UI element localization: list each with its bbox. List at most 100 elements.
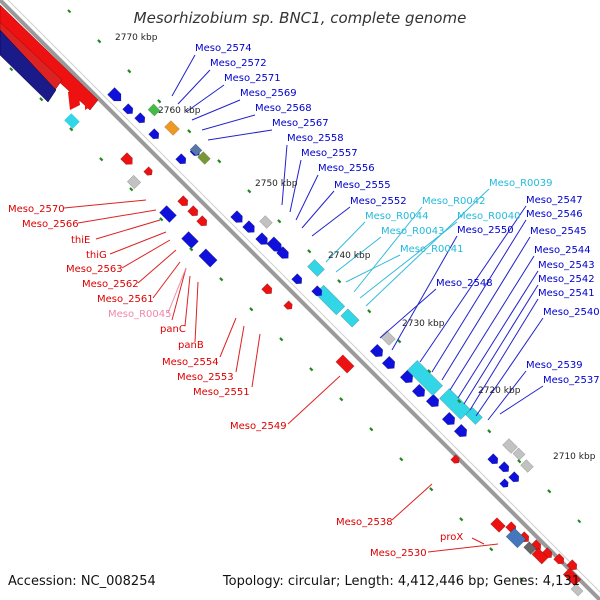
red-gene-arrow	[566, 559, 578, 571]
red-gene-box-shape	[531, 547, 549, 565]
gene-label: Meso_2570	[8, 204, 65, 215]
blue-gene-arrow	[311, 285, 323, 297]
red-gene-arrow	[187, 205, 199, 217]
label-leader	[235, 325, 245, 373]
green-gene-box	[147, 103, 161, 117]
grey-gene-box-shape	[380, 330, 396, 346]
scale-tick	[517, 459, 522, 464]
label-leader	[191, 99, 241, 121]
scale-tick	[9, 67, 14, 72]
gene-label: Meso_2551	[193, 387, 250, 398]
scale-tick	[307, 249, 312, 254]
scale-tick	[279, 337, 284, 342]
scale-tick	[577, 519, 582, 524]
gene-label: Meso_2554	[162, 357, 219, 368]
blue-gene-arrow	[276, 246, 289, 259]
blue-gene-arrow	[266, 236, 282, 252]
scale-label: 2760 kbp	[158, 106, 201, 116]
scale-tick	[519, 577, 524, 582]
label-leader	[152, 261, 181, 299]
gene-label: Meso_R0043	[381, 226, 445, 237]
blue-gene-arrow	[399, 369, 414, 384]
gene-label: Meso_R0039	[489, 178, 553, 189]
label-leader	[431, 219, 527, 373]
blue-gene-arrow-shape	[381, 355, 396, 370]
blue-gene-arrow	[255, 232, 268, 245]
label-leader	[487, 370, 527, 421]
grey-gene-box-shape	[126, 174, 142, 190]
scale-tick	[459, 517, 464, 522]
gene-label: Meso_2538	[336, 517, 393, 528]
map-title: Mesorhizobium sp. BNC1, complete genome	[133, 9, 467, 27]
label-leader	[301, 190, 335, 229]
blue-gene-arrow	[230, 210, 243, 223]
blue-gene-box-shape	[181, 231, 199, 249]
label-leader	[289, 159, 302, 213]
blue-gene-arrow-shape	[255, 232, 268, 245]
blue-gene-arrow-shape	[498, 461, 510, 473]
gene-label: Meso_2550	[457, 225, 514, 236]
scale-tick	[187, 129, 192, 134]
label-leader	[379, 288, 437, 339]
blue-gene-arrow-shape	[291, 273, 303, 285]
label-leader	[177, 69, 211, 105]
gene-label: Meso_2549	[230, 421, 287, 432]
blue-gene-box-shape	[198, 248, 218, 268]
blue-gene-arrow	[498, 461, 510, 473]
blue-gene-arrow-shape	[441, 411, 456, 426]
gene-label: Meso_R0041	[400, 244, 464, 255]
steel-gene-box	[505, 527, 527, 549]
red-gene-box	[490, 517, 506, 533]
scale-tick	[127, 69, 132, 74]
label-leader	[171, 54, 196, 97]
grey-gene-box	[126, 174, 142, 190]
red-arrow	[68, 88, 80, 110]
gene-label: Meso_2546	[526, 209, 583, 220]
red-gene-box-shape	[562, 567, 582, 587]
label-leader	[287, 375, 341, 425]
gene-label: Meso_2542	[538, 274, 595, 285]
label-leader	[449, 255, 535, 391]
label-leader	[281, 144, 288, 206]
blue-gene-arrow	[175, 153, 187, 165]
scale-tick	[99, 157, 104, 162]
scale-tick	[337, 279, 342, 284]
grey-gene-box-shape	[259, 215, 273, 229]
gene-label: Meso_2562	[82, 279, 139, 290]
blue-gene-arrow	[499, 478, 509, 488]
scale-tick	[399, 457, 404, 462]
label-leader	[185, 84, 225, 113]
scale-tick	[429, 487, 434, 492]
gene-label: Meso_2548	[436, 278, 493, 289]
red-gene-arrow-shape	[120, 152, 133, 165]
blue-gene-arrow-shape	[369, 343, 384, 358]
label-leader	[167, 267, 187, 314]
blue-gene-arrow-shape	[230, 210, 243, 223]
grey-gene-box	[380, 330, 396, 346]
label-leader	[251, 333, 261, 388]
label-leader	[207, 129, 273, 141]
contig-blocks	[0, 4, 99, 129]
red-gene-arrow	[120, 152, 133, 165]
grey-gene-box-shape	[520, 459, 534, 473]
red-gene-arrow	[177, 195, 189, 207]
scale-tick	[369, 427, 374, 432]
blue-gene-arrow	[411, 383, 426, 398]
scale-tick	[67, 9, 72, 14]
label-leader	[109, 231, 167, 255]
blue-gene-arrow-shape	[411, 383, 426, 398]
label-leader	[475, 317, 544, 417]
accession-text: Accession: NC_008254	[8, 574, 156, 589]
scale-tick	[367, 309, 372, 314]
gene-label: thiG	[86, 250, 107, 261]
red-gene-arrow	[450, 454, 460, 464]
grey-gene-box	[570, 583, 584, 597]
scale-label: 2770 kbp	[115, 33, 158, 43]
blue-gene-arrow-shape	[508, 471, 520, 483]
blue-gene-arrow	[453, 423, 468, 438]
scale-tick	[97, 39, 102, 44]
steel-gene-box	[189, 143, 203, 157]
gene-label: Meso_2569	[240, 88, 297, 99]
scale-tick	[487, 429, 492, 434]
